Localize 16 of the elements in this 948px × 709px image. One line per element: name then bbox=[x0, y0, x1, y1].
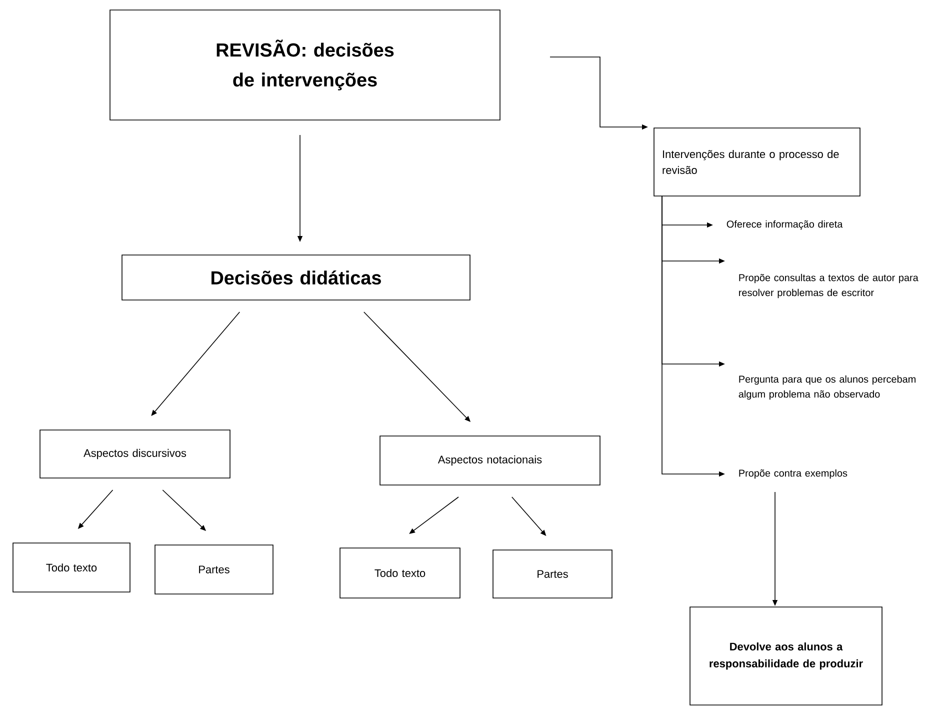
item-text: Propõe consultas a textos de autor para resolver problemas de escritor bbox=[739, 274, 918, 298]
concept-box: Aspectos discursivos bbox=[40, 430, 230, 478]
concept-box: Partes bbox=[492, 550, 612, 598]
arrow bbox=[409, 496, 459, 534]
item-text: Oferece informação direta bbox=[726, 220, 843, 230]
concept-box: REVISÃO: decisões de intervenções bbox=[110, 10, 500, 120]
concept-box: Todo texto bbox=[340, 548, 460, 598]
item-text: Pergunta para que os alunos percebam algum problema não observado bbox=[738, 375, 916, 400]
item-text: Propõe contra exemplos bbox=[739, 469, 848, 479]
concept-box: Intervenções durante o processo de revisão bbox=[654, 128, 860, 196]
concept-box: Partes bbox=[154, 544, 274, 594]
arrow bbox=[151, 312, 240, 416]
concept-box: Aspectos notacionais bbox=[380, 436, 600, 486]
concept-box: Devolve aos alunos a responsabilidade de produzir bbox=[690, 606, 882, 706]
concept-box: Todo texto bbox=[12, 542, 130, 592]
concept-box: Decisões didáticas bbox=[122, 254, 470, 300]
